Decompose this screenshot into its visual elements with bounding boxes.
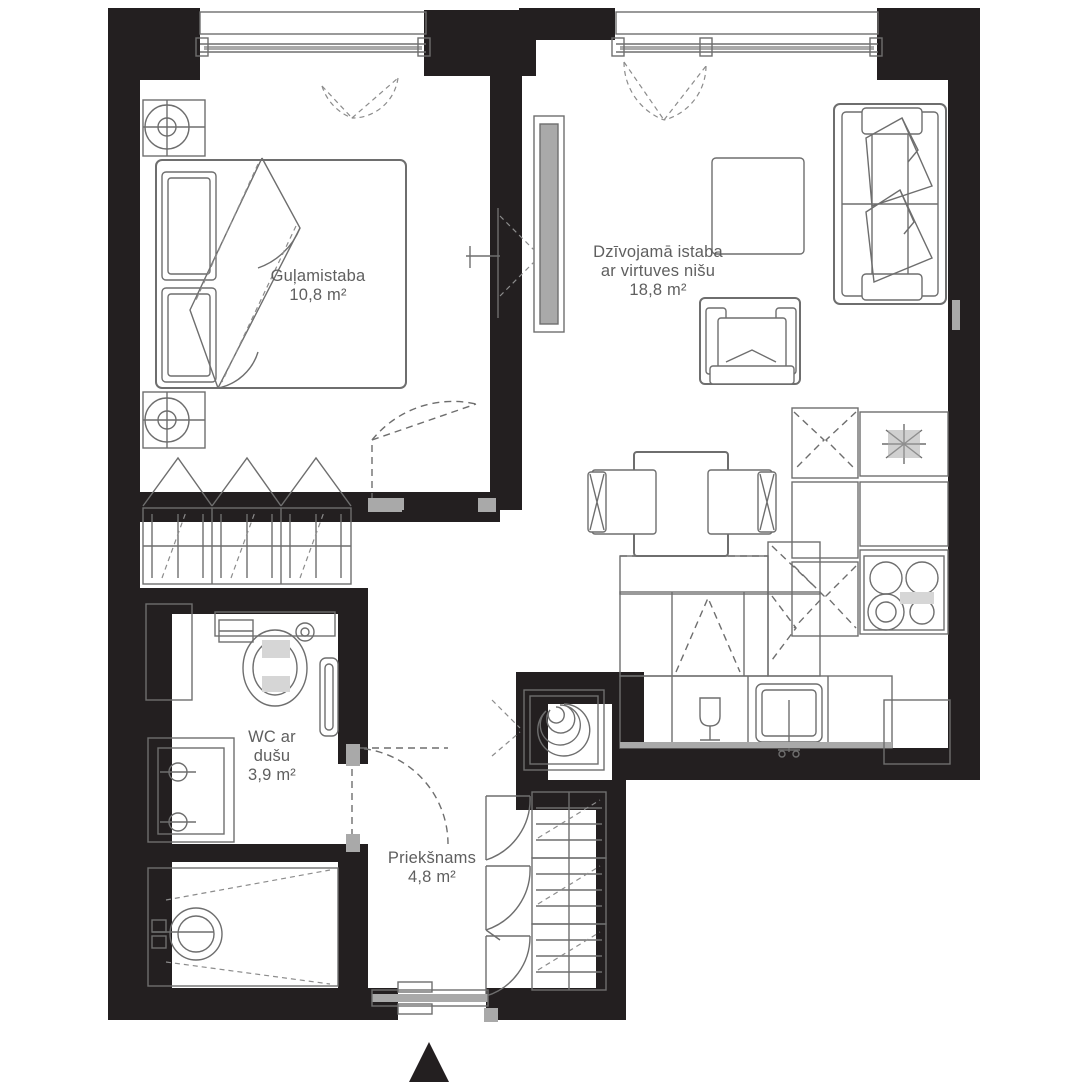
two-seat-sofa-icon: [833, 103, 947, 305]
north-arrow-icon: [409, 1042, 449, 1082]
mixer-tap-icon: [160, 762, 196, 832]
ventilation-coil-icon: [523, 689, 605, 771]
four-burner-cooktop-icon: [863, 555, 945, 631]
entrance-door-icon: [371, 929, 501, 1015]
kitchen-lower-cabinets: [619, 675, 893, 758]
chair-icon: [757, 471, 777, 533]
shower-tray-icon: [147, 737, 235, 843]
kitchen-upper-cabinets: [791, 407, 949, 637]
glassware-icon: [699, 697, 721, 741]
bedroom-contents: [142, 99, 496, 585]
window-opening-arcs: [321, 61, 707, 121]
ceiling-fixture-icon: [142, 99, 206, 157]
kitchen-mid-cabinets: [619, 541, 821, 677]
armchair-icon: [699, 297, 801, 385]
threshold-marks: [368, 498, 498, 1022]
kitchen-sink-icon: [755, 683, 823, 758]
bathroom-contents: [145, 603, 449, 852]
double-bed-icon: [155, 157, 407, 389]
window-group-top: [195, 11, 883, 57]
shelving-unit-icon: [531, 791, 607, 991]
washing-machine-icon: [147, 867, 339, 987]
chair-icon: [587, 471, 607, 533]
wardrobe-icon: [142, 456, 352, 585]
refrigerator-icon: [883, 699, 951, 765]
extractor-hood-icon: [859, 411, 949, 477]
dining-table-icon: [587, 451, 777, 557]
toilet-icon: [214, 611, 336, 707]
hallway-contents: [147, 689, 607, 1015]
living-kitchen-contents: [466, 103, 960, 765]
towel-radiator-icon: [319, 657, 339, 737]
bathroom-door-icon: [346, 744, 449, 852]
ceiling-fixture-icon: [142, 391, 206, 449]
exterior-walls: [108, 8, 980, 1020]
